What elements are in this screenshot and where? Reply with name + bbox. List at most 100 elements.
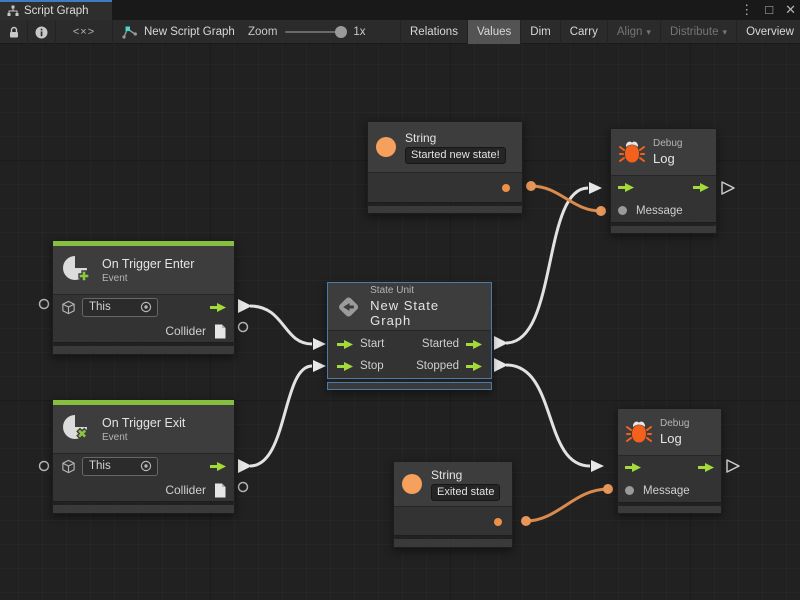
chevron-down-icon: ▾ <box>646 26 651 37</box>
flow-out-arrow-icon[interactable] <box>210 461 226 471</box>
event-color-bar <box>52 399 235 405</box>
wire-string-to-message-top[interactable] <box>530 184 602 213</box>
tab-label: Script Graph <box>24 5 89 17</box>
overview-button[interactable]: Overview <box>736 20 800 44</box>
node-subtitle: Event <box>102 431 128 443</box>
wire-exit-to-stop[interactable] <box>249 364 313 468</box>
node-on-trigger-enter[interactable]: On Trigger Enter Event This <box>52 240 235 355</box>
carry-button[interactable]: Carry <box>559 20 607 44</box>
port-string-bottom-out[interactable] <box>521 516 531 526</box>
node-footer <box>52 505 235 514</box>
wire-string-to-message-bottom[interactable] <box>525 487 609 523</box>
lock-button[interactable] <box>0 20 28 44</box>
port-out-stopped[interactable] <box>494 358 508 372</box>
code-preview-button[interactable]: <×> <box>56 20 113 44</box>
zoom-slider-knob[interactable] <box>335 26 348 38</box>
node-on-trigger-exit[interactable]: On Trigger Exit Event This <box>52 399 235 514</box>
relations-button[interactable]: Relations <box>400 20 467 44</box>
flow-in-arrow-icon[interactable] <box>337 361 353 371</box>
wire-layer <box>38 181 740 526</box>
this-target-field[interactable]: This <box>82 297 158 317</box>
dim-button[interactable]: Dim <box>520 20 559 44</box>
wire-stopped-to-log[interactable] <box>505 363 591 468</box>
zoom-slider[interactable] <box>285 26 348 38</box>
align-button[interactable]: Align ▾ <box>606 20 660 44</box>
port-in-stop[interactable] <box>313 360 326 372</box>
message-input-dot[interactable] <box>625 486 634 495</box>
port-out-trigger-enter[interactable] <box>238 299 252 313</box>
node-string-top[interactable]: String Started new state! <box>367 121 523 214</box>
code-icon: <×> <box>72 25 96 38</box>
started-label: Started <box>421 338 459 350</box>
node-footer <box>327 382 492 390</box>
close-icon[interactable]: ✕ <box>785 2 796 17</box>
distribute-button[interactable]: Distribute ▾ <box>659 20 736 44</box>
port-this-exit-unconnected[interactable] <box>38 460 50 472</box>
string-value-icon <box>402 474 422 494</box>
tab-script-graph[interactable]: Script Graph <box>0 0 112 20</box>
value-output-dot[interactable] <box>502 184 510 192</box>
this-target-field[interactable]: This <box>82 456 158 476</box>
node-subtitle: Event <box>102 272 128 284</box>
port-out-log-bottom-unconnected[interactable] <box>726 459 740 473</box>
string-value-input[interactable]: Exited state <box>431 483 501 501</box>
port-out-started[interactable] <box>494 336 508 350</box>
collider-output-icon[interactable] <box>214 324 226 339</box>
node-state-unit[interactable]: State Unit New State Graph Start Started… <box>327 282 492 390</box>
port-out-log-top-unconnected[interactable] <box>721 181 735 195</box>
values-button[interactable]: Values <box>466 20 521 44</box>
lock-icon <box>9 26 18 37</box>
script-graph-icon <box>122 26 137 39</box>
flow-in-arrow-icon[interactable] <box>337 339 353 349</box>
value-output-dot[interactable] <box>494 518 502 526</box>
port-collider-exit-unconnected[interactable] <box>237 481 249 493</box>
node-debug-log-bottom[interactable]: Debug Log Message <box>617 408 722 514</box>
message-input-dot[interactable] <box>618 206 627 215</box>
port-in-log-bottom[interactable] <box>591 460 604 472</box>
node-title: Log <box>660 431 682 446</box>
node-title: String <box>431 467 463 482</box>
node-footer <box>52 346 235 355</box>
port-in-log-top[interactable] <box>589 182 602 194</box>
flow-in-arrow-icon[interactable] <box>625 462 641 472</box>
info-button[interactable] <box>28 20 56 44</box>
object-picker-icon[interactable] <box>140 301 152 313</box>
object-picker-icon[interactable] <box>140 460 152 472</box>
port-in-start[interactable] <box>313 338 326 350</box>
string-value-input[interactable]: Started new state! <box>405 146 506 164</box>
port-string-top-out[interactable] <box>526 181 536 191</box>
port-out-trigger-exit[interactable] <box>238 459 252 473</box>
wire-enter-to-start[interactable] <box>249 304 313 346</box>
kebab-menu-icon[interactable]: ⋮ <box>740 2 754 17</box>
event-exit-icon <box>63 414 89 440</box>
port-this-enter-unconnected[interactable] <box>38 298 50 310</box>
flow-in-arrow-icon[interactable] <box>618 182 634 192</box>
flow-out-arrow-icon[interactable] <box>693 182 709 192</box>
collider-label: Collider <box>165 483 206 497</box>
stopped-label: Stopped <box>416 360 459 372</box>
port-message-bottom-in[interactable] <box>603 484 613 494</box>
node-footer <box>610 226 717 234</box>
stop-label: Stop <box>360 360 384 372</box>
node-string-bottom[interactable]: String Exited state <box>393 461 513 548</box>
node-kind: State Unit <box>370 285 415 296</box>
message-label: Message <box>643 484 690 497</box>
port-collider-enter-unconnected[interactable] <box>237 321 249 333</box>
flow-out-arrow-icon[interactable] <box>466 361 482 371</box>
graph-canvas[interactable]: String Started new state! <box>0 44 800 600</box>
wire-started-to-log[interactable] <box>505 186 589 345</box>
graph-breadcrumb: New Script Graph <box>114 20 235 44</box>
node-kind: Debug <box>653 138 683 149</box>
zoom-label: Zoom <box>248 26 278 38</box>
port-message-top-in[interactable] <box>596 206 606 216</box>
flow-out-arrow-icon[interactable] <box>210 302 226 312</box>
flow-out-arrow-icon[interactable] <box>698 462 714 472</box>
node-debug-log-top[interactable]: Debug Log Message <box>610 128 717 234</box>
collider-label: Collider <box>165 324 206 338</box>
flow-out-arrow-icon[interactable] <box>466 339 482 349</box>
maximize-icon[interactable]: □ <box>765 2 774 17</box>
string-value-icon <box>376 137 396 157</box>
collider-output-icon[interactable] <box>214 483 226 498</box>
node-title: New State Graph <box>370 298 440 328</box>
event-color-bar <box>52 240 235 246</box>
